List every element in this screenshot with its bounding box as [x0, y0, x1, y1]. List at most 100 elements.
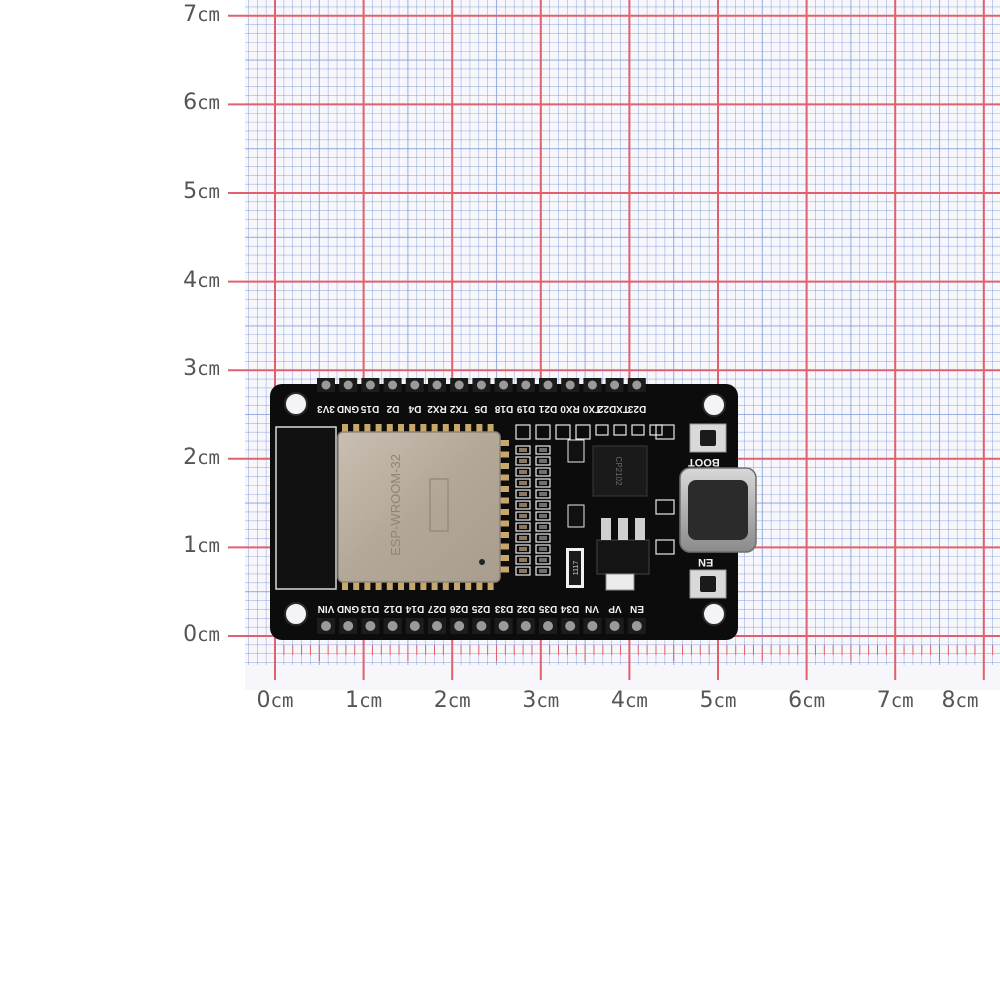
transistor	[567, 504, 585, 528]
castellation-pad	[465, 424, 472, 433]
header-pin	[565, 380, 575, 390]
header-pin	[343, 621, 354, 631]
boot-button-cap[interactable]	[700, 430, 716, 446]
header-pin	[476, 380, 486, 390]
castellation-pad	[431, 424, 438, 433]
x-axis-tick-label: 5cm	[699, 688, 737, 713]
castellation-pad	[487, 424, 494, 433]
smd-footprint	[515, 478, 531, 488]
castellation-pad	[442, 424, 449, 433]
castellation-pad	[500, 451, 509, 458]
smd-footprint	[515, 445, 531, 455]
smd-footprint	[655, 539, 675, 555]
castellation-pad	[431, 581, 438, 590]
y-axis-tick-label: 0cm	[183, 622, 220, 647]
smd-footprint	[535, 456, 551, 466]
smd-part	[539, 525, 547, 529]
smd-footprint	[535, 467, 551, 477]
y-axis-tick-label: 2cm	[183, 444, 220, 470]
header-pin	[454, 621, 465, 631]
x-axis-tick-label: 8cm	[941, 688, 979, 713]
header-pin	[388, 380, 398, 390]
smd-part	[539, 448, 547, 452]
castellation-pad	[500, 474, 509, 481]
smd-part	[539, 459, 547, 463]
x-axis-tick-label: 0cm	[256, 688, 294, 713]
header-pin	[432, 621, 442, 631]
castellation-pad	[500, 440, 509, 446]
castellation-pad	[398, 424, 404, 433]
smd-part	[519, 481, 527, 485]
castellation-pad	[420, 581, 427, 590]
pin-label: EN	[629, 603, 644, 614]
passive-components	[515, 424, 675, 576]
smd-part	[519, 503, 527, 507]
smd-part	[539, 569, 547, 573]
castellation-pad	[500, 543, 509, 550]
pin-label: D23	[627, 403, 646, 414]
bottom-header-pins	[317, 618, 646, 634]
castellation-pad	[500, 497, 509, 504]
smd-footprint	[595, 424, 609, 436]
smd-part	[539, 536, 547, 540]
castellation-pad	[420, 424, 427, 433]
smd-footprint	[555, 424, 571, 440]
castellation-pad	[364, 424, 371, 433]
smd-footprint	[535, 544, 551, 554]
smd-part	[539, 558, 547, 562]
header-pin	[432, 380, 442, 390]
header-pin	[520, 621, 531, 631]
smd-footprint	[535, 566, 551, 576]
smd-part	[539, 514, 547, 518]
smd-footprint	[515, 522, 531, 532]
smd-footprint	[515, 533, 531, 543]
usb-uart-chip	[592, 445, 648, 497]
smd-footprint	[535, 445, 551, 455]
esp32-module-shield	[337, 431, 501, 583]
header-pin	[409, 621, 420, 631]
y-axis-tick-label: 7cm	[183, 1, 220, 27]
header-pin	[365, 380, 375, 390]
axis-tick-marks	[274, 645, 994, 667]
smd-footprint	[631, 424, 645, 436]
castellation-pad	[500, 520, 509, 527]
smd-part	[519, 525, 527, 529]
top-header-pins	[317, 378, 646, 392]
castellation-pad	[500, 509, 509, 515]
smd-part	[539, 492, 547, 496]
smd-footprint	[535, 478, 551, 488]
mounting-hole	[702, 393, 726, 417]
smd-part	[519, 569, 527, 573]
castellation-pad	[375, 581, 382, 590]
en-button-label: EN	[698, 556, 714, 568]
header-pin	[587, 621, 598, 631]
smd-footprint	[535, 533, 551, 543]
x-axis-tick-label: 1cm	[345, 688, 383, 713]
mounting-hole	[702, 602, 726, 626]
regulator-pin	[635, 518, 645, 540]
castellation-pad	[386, 424, 393, 433]
castellation-pad	[442, 581, 449, 590]
en-button-cap[interactable]	[700, 576, 716, 592]
header-pin	[410, 380, 420, 390]
regulator-pin	[601, 518, 611, 540]
smd-part	[539, 481, 547, 485]
y-axis-tick-label: 3cm	[183, 356, 220, 382]
smd-part	[519, 448, 527, 452]
smd-part	[519, 547, 527, 551]
header-pin	[610, 380, 620, 390]
header-pin	[321, 621, 331, 631]
smd-footprint	[535, 555, 551, 565]
smd-footprint	[515, 424, 531, 440]
smd-footprint	[515, 511, 531, 521]
castellation-pad	[500, 532, 509, 538]
castellation-pad	[454, 424, 460, 433]
header-pin	[343, 380, 353, 390]
header-pin	[565, 621, 576, 631]
smd-part	[519, 536, 527, 540]
castellation-pad	[500, 566, 509, 573]
castellation-pad	[342, 581, 348, 590]
x-axis-tick-label: 3cm	[522, 688, 560, 713]
smd-footprint	[613, 424, 627, 436]
